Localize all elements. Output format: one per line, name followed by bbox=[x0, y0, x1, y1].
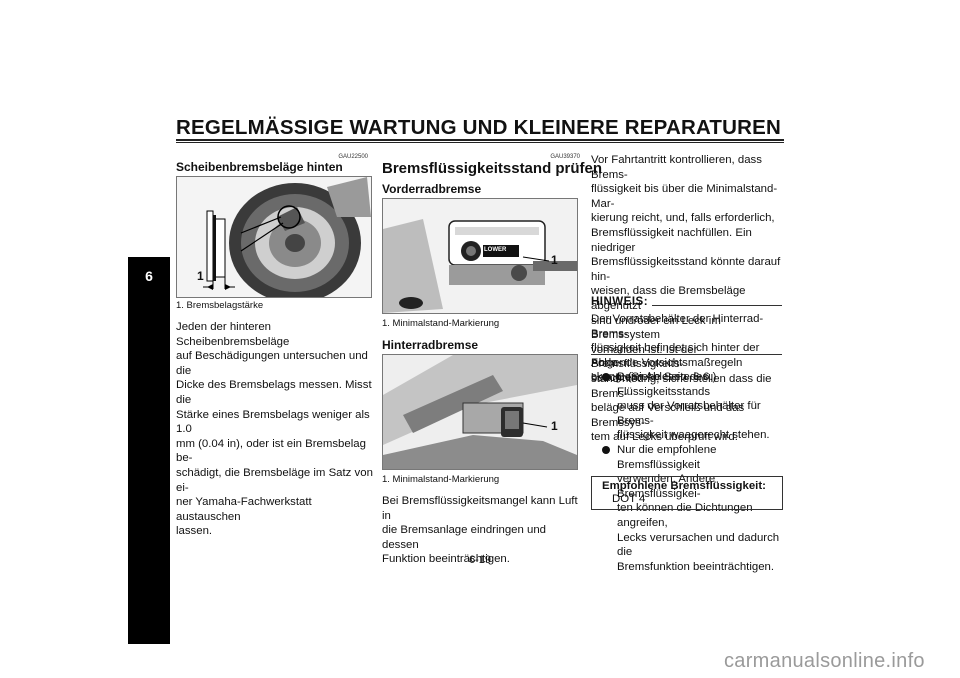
precautions-list: Beim Ablesen des Flüssigkeitsstands muss… bbox=[591, 370, 791, 574]
bullet-icon bbox=[602, 373, 610, 381]
chapter-number: 6 bbox=[145, 268, 153, 284]
page-number: 6-19 bbox=[468, 554, 492, 566]
note-rule bbox=[652, 305, 782, 306]
reservoir-lower-mark: LOWER bbox=[484, 247, 507, 253]
section-code: GAU22500 bbox=[338, 154, 368, 160]
front-figure-caption: 1. Minimalstand-Markierung bbox=[382, 318, 500, 329]
figure-caption: 1. Bremsbelagstärke bbox=[176, 300, 264, 311]
rear-figure-callout: 1 bbox=[551, 419, 558, 433]
rear-brake-pads-photo: 1 bbox=[176, 176, 372, 303]
section-code: GAU39370 bbox=[550, 154, 580, 160]
check-level-body: Vor Fahrtantritt kontrollieren, dass Bre… bbox=[591, 154, 781, 444]
subheading-rear-brake: Hinterradbremse bbox=[382, 338, 479, 352]
note-label: HINWEIS: bbox=[591, 296, 649, 308]
note-end-rule bbox=[591, 354, 782, 355]
front-figure-callout: 1 bbox=[551, 253, 558, 267]
watermark: carmanualsonline.info bbox=[724, 650, 925, 672]
rear-wheel-illustration bbox=[177, 177, 371, 303]
precaution-text: Beim Ablesen des Flüssigkeitsstands muss… bbox=[617, 371, 770, 442]
chapter-tab bbox=[128, 257, 170, 644]
section-heading-brake-fluid: Bremsflüssigkeitsstand prüfen bbox=[382, 160, 603, 177]
spec-value: DOT 4 bbox=[612, 493, 646, 505]
page-title: REGELMÄSSIGE WARTUNG UND KLEINERE REPARA… bbox=[176, 116, 782, 139]
rear-figure-caption: 1. Minimalstand-Markierung bbox=[382, 474, 500, 485]
spec-label: Empfohlene Bremsflüssigkeit: bbox=[602, 480, 766, 492]
section-heading-rear-pads: Scheibenbremsbeläge hinten bbox=[176, 160, 343, 174]
title-rule-thin bbox=[176, 142, 784, 143]
precautions-intro: Folgende Vorsichtsmaßregeln beachten: bbox=[591, 357, 743, 384]
spec-box: Empfohlene Bremsflüssigkeit: DOT 4 bbox=[591, 476, 783, 510]
bullet-icon bbox=[602, 445, 610, 454]
title-rule bbox=[176, 139, 784, 141]
air-in-brake-body: Bei Bremsflüssigkeitsmangel kann Luft in… bbox=[382, 495, 578, 566]
list-item: Beim Ablesen des Flüssigkeitsstands muss… bbox=[591, 370, 791, 443]
subheading-front-brake: Vorderradbremse bbox=[382, 182, 482, 196]
rear-reservoir-illustration bbox=[383, 355, 577, 469]
figure-callout-1: 1 bbox=[197, 269, 204, 283]
rear-brake-reservoir-photo: 1 bbox=[382, 354, 578, 470]
front-brake-reservoir-photo: LOWER 1 bbox=[382, 198, 578, 314]
note-text: Der Vorratsbehälter der Hinterrad-Brems-… bbox=[591, 313, 764, 384]
front-reservoir-illustration bbox=[383, 199, 577, 313]
rear-pads-body: Jeden der hinteren Scheibenbremsbeläge a… bbox=[176, 321, 373, 538]
